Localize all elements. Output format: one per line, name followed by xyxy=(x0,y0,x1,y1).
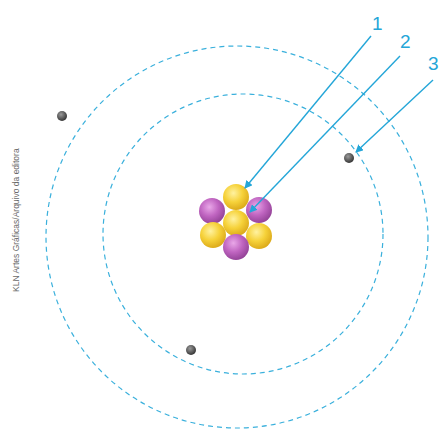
callout-number: 2 xyxy=(400,32,411,51)
outer-orbit xyxy=(46,46,428,428)
callout-number: 3 xyxy=(428,54,439,73)
leader-arrow xyxy=(245,36,371,188)
inner-orbit xyxy=(103,94,383,374)
electron xyxy=(344,153,354,163)
nucleus xyxy=(199,184,272,260)
leader-arrow xyxy=(356,80,433,152)
callout-number: 1 xyxy=(372,14,383,33)
electron xyxy=(186,345,196,355)
electron xyxy=(57,111,67,121)
credit-watermark: KLN Artes Gráficas/Arquivo da editora xyxy=(12,148,21,292)
leader-arrow xyxy=(250,56,400,212)
